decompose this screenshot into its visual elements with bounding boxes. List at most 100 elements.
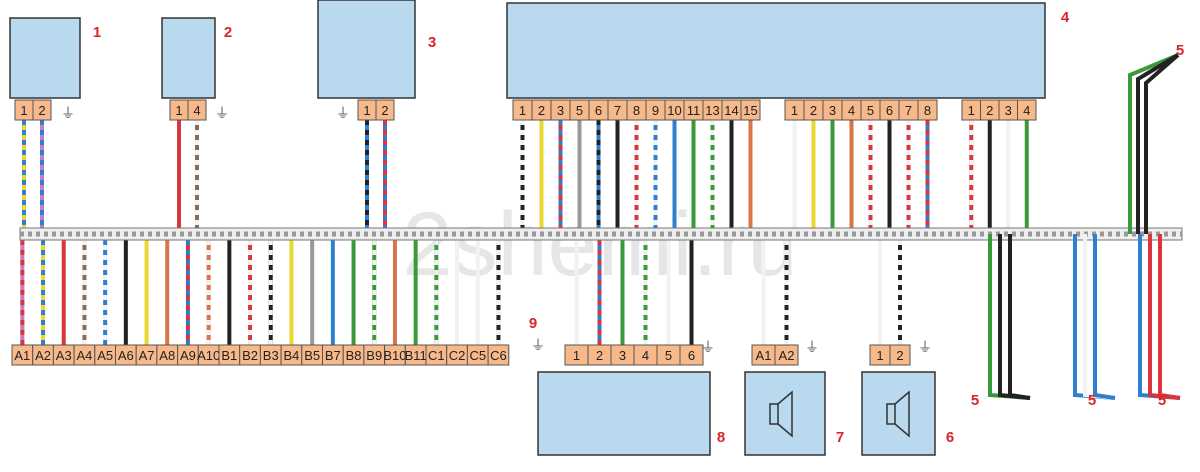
- c4b-pin: [917, 99, 938, 121]
- ground-symbol-icon: ⏚: [531, 337, 545, 353]
- c8-pin-label: 3: [619, 348, 626, 363]
- c8-pin: [679, 344, 704, 366]
- c9-pin-label: A9: [180, 348, 196, 363]
- c4a-number-label: 4: [1061, 9, 1070, 26]
- c2-pin-label: 1: [175, 103, 182, 118]
- c8-pin-label: 6: [688, 348, 695, 363]
- c4b-pin-label: 6: [886, 103, 893, 118]
- c9-pin-label: B9: [366, 348, 382, 363]
- c4b-pin-label: 2: [810, 103, 817, 118]
- c9-pin-label: B8: [346, 348, 362, 363]
- c4a-pin-label: 13: [705, 103, 719, 118]
- c2-number-label: 2: [224, 24, 232, 41]
- c9-pin: [487, 344, 510, 366]
- c8-pin-label: 4: [642, 348, 649, 363]
- speaker-icon: [769, 390, 793, 438]
- c4a-pin-label: 7: [614, 103, 621, 118]
- c7-pin-label: A2: [779, 348, 795, 363]
- c9-pin-label: B3: [263, 348, 279, 363]
- c3-housing: [317, 0, 416, 99]
- c4a-pin: [740, 99, 761, 121]
- c9-pin-label: A6: [118, 348, 134, 363]
- c8-pin-label: 2: [596, 348, 603, 363]
- twisted-pair-2: 5: [971, 234, 1031, 409]
- c4b-pin-label: 7: [905, 103, 912, 118]
- speaker-icon: [886, 390, 910, 438]
- c8-housing: [537, 371, 711, 456]
- twisted-wire: [1158, 234, 1181, 400]
- c2-pin-label: 4: [193, 103, 200, 118]
- twisted-wire: [1128, 53, 1179, 234]
- c3-pin: [375, 99, 395, 121]
- c4c-pin-label: 2: [986, 103, 993, 118]
- c9-pin-label: A5: [97, 348, 113, 363]
- c9-number-label: 9: [529, 315, 537, 332]
- twisted-pair-1: 5: [1128, 42, 1184, 234]
- c2-housing: [161, 17, 216, 99]
- c9-pin-label: A3: [56, 348, 72, 363]
- ground-symbol-icon: ⏚: [805, 339, 819, 355]
- ground-symbol-icon: ⏚: [215, 105, 229, 121]
- c6-number-label: 6: [946, 429, 954, 446]
- c7-pin: [774, 344, 799, 366]
- c6-pin: [889, 344, 911, 366]
- twisted-pair-label: 5: [1176, 42, 1184, 59]
- c4b-pin-label: 8: [924, 103, 931, 118]
- c4c-pin-label: 4: [1023, 103, 1030, 118]
- twisted-pair-label: 5: [1158, 392, 1166, 409]
- c4b-pin-label: 5: [867, 103, 874, 118]
- c9-pin-label: A1: [14, 348, 30, 363]
- c4a-pin-label: 14: [724, 103, 738, 118]
- ground-symbol-icon: ⏚: [61, 105, 75, 121]
- c4a-pin-label: 1: [519, 103, 526, 118]
- c9-pin-label: C5: [469, 348, 486, 363]
- c8-pin-label: 1: [573, 348, 580, 363]
- c4c-pin: [1017, 99, 1037, 121]
- wires: [20, 120, 1029, 345]
- twisted-wire: [1083, 234, 1116, 400]
- c9-pin-label: B11: [405, 348, 427, 363]
- ground-symbol-icon: ⏚: [701, 339, 715, 355]
- c6-pin-label: 1: [876, 348, 883, 363]
- c4a-pin-label: 10: [667, 103, 681, 118]
- c8-number-label: 8: [717, 429, 725, 446]
- c4a-housing: [506, 2, 1046, 99]
- c4b-pin-label: 1: [791, 103, 798, 118]
- twisted-pair-4: 5: [1138, 234, 1181, 409]
- c3-number-label: 3: [428, 34, 436, 51]
- c3-pin-label: 2: [381, 103, 388, 118]
- twisted-wire: [1144, 53, 1180, 234]
- c9-pin-label: C6: [490, 348, 507, 363]
- c9-pin-label: A2: [35, 348, 51, 363]
- twisted-pair-label: 5: [971, 392, 979, 409]
- twisted-wire: [1148, 234, 1181, 400]
- c3-pin-label: 1: [363, 103, 370, 118]
- c4a-pin-label: 6: [595, 103, 602, 118]
- twisted-wire: [998, 234, 1031, 400]
- c4c-pin-label: 3: [1005, 103, 1012, 118]
- twisted-wire: [1136, 53, 1180, 234]
- c4a-pin-label: 3: [557, 103, 564, 118]
- c9-pin-label: C1: [428, 348, 445, 363]
- c9-pin-label: B4: [283, 348, 299, 363]
- c6-housing: [861, 371, 936, 456]
- c9-pin-label: A7: [139, 348, 155, 363]
- twisted-pair-label: 5: [1088, 392, 1096, 409]
- c1-housing: [9, 17, 81, 99]
- c4a-pin-label: 15: [743, 103, 757, 118]
- c4a-pin-label: 2: [538, 103, 545, 118]
- c9-pin-label: B2: [242, 348, 258, 363]
- c9-pin-label: C2: [449, 348, 466, 363]
- c9-pin-label: A8: [159, 348, 175, 363]
